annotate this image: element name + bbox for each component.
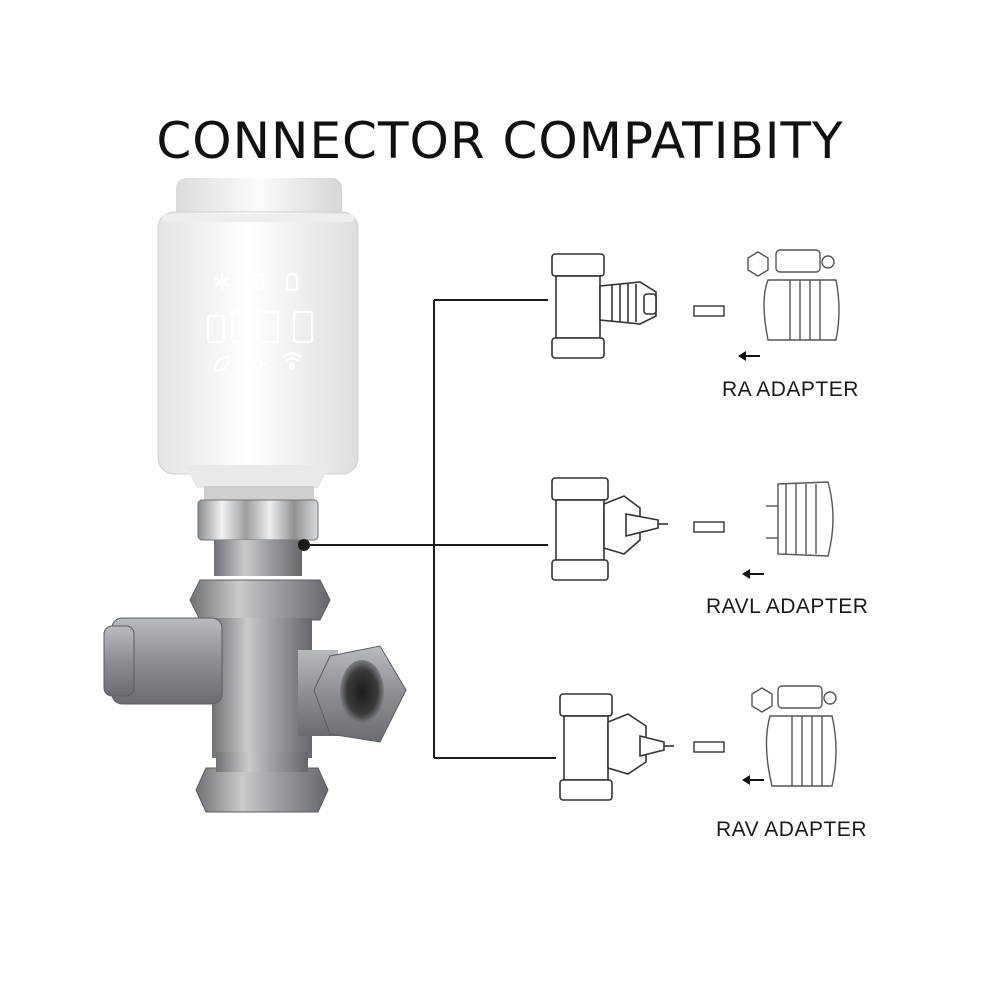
ravl-arrow-icon (742, 569, 764, 579)
coupling-nut (197, 486, 319, 576)
led-display (206, 272, 314, 373)
ravl-valve-drawing (551, 477, 668, 581)
temperature-digits (206, 310, 314, 344)
rav-adapter-label: RAV ADAPTER (716, 818, 867, 841)
thermostat-body (157, 211, 359, 475)
ravl-adapter-drawing (766, 481, 834, 557)
ravl-pin-icon (693, 521, 725, 533)
connector-lines (298, 299, 556, 759)
rav-pin-icon (693, 741, 725, 753)
ra-adapter-drawing (747, 249, 840, 341)
ra-adapter-label: RA ADAPTER (722, 378, 859, 401)
snowflake-icon (214, 274, 230, 290)
rav-arrow-icon (742, 775, 764, 785)
rav-adapter-drawing (751, 685, 837, 787)
thermostat-head (157, 178, 359, 488)
page-title: CONNECTOR COMPATIBITY (156, 112, 844, 170)
leaf-icon (213, 355, 231, 373)
wifi-icon (282, 352, 302, 370)
rav-valve-drawing (559, 693, 674, 801)
ra-pin-icon (693, 305, 725, 317)
ra-valve-drawing (551, 253, 657, 359)
sun-icon (249, 355, 267, 373)
thermostat-neck (185, 465, 330, 488)
heating-icon (247, 273, 265, 291)
hand-icon (285, 272, 299, 292)
radiator-valve (103, 579, 407, 813)
ravl-adapter-label: RAVL ADAPTER (706, 595, 869, 618)
ra-arrow-icon (738, 351, 760, 361)
